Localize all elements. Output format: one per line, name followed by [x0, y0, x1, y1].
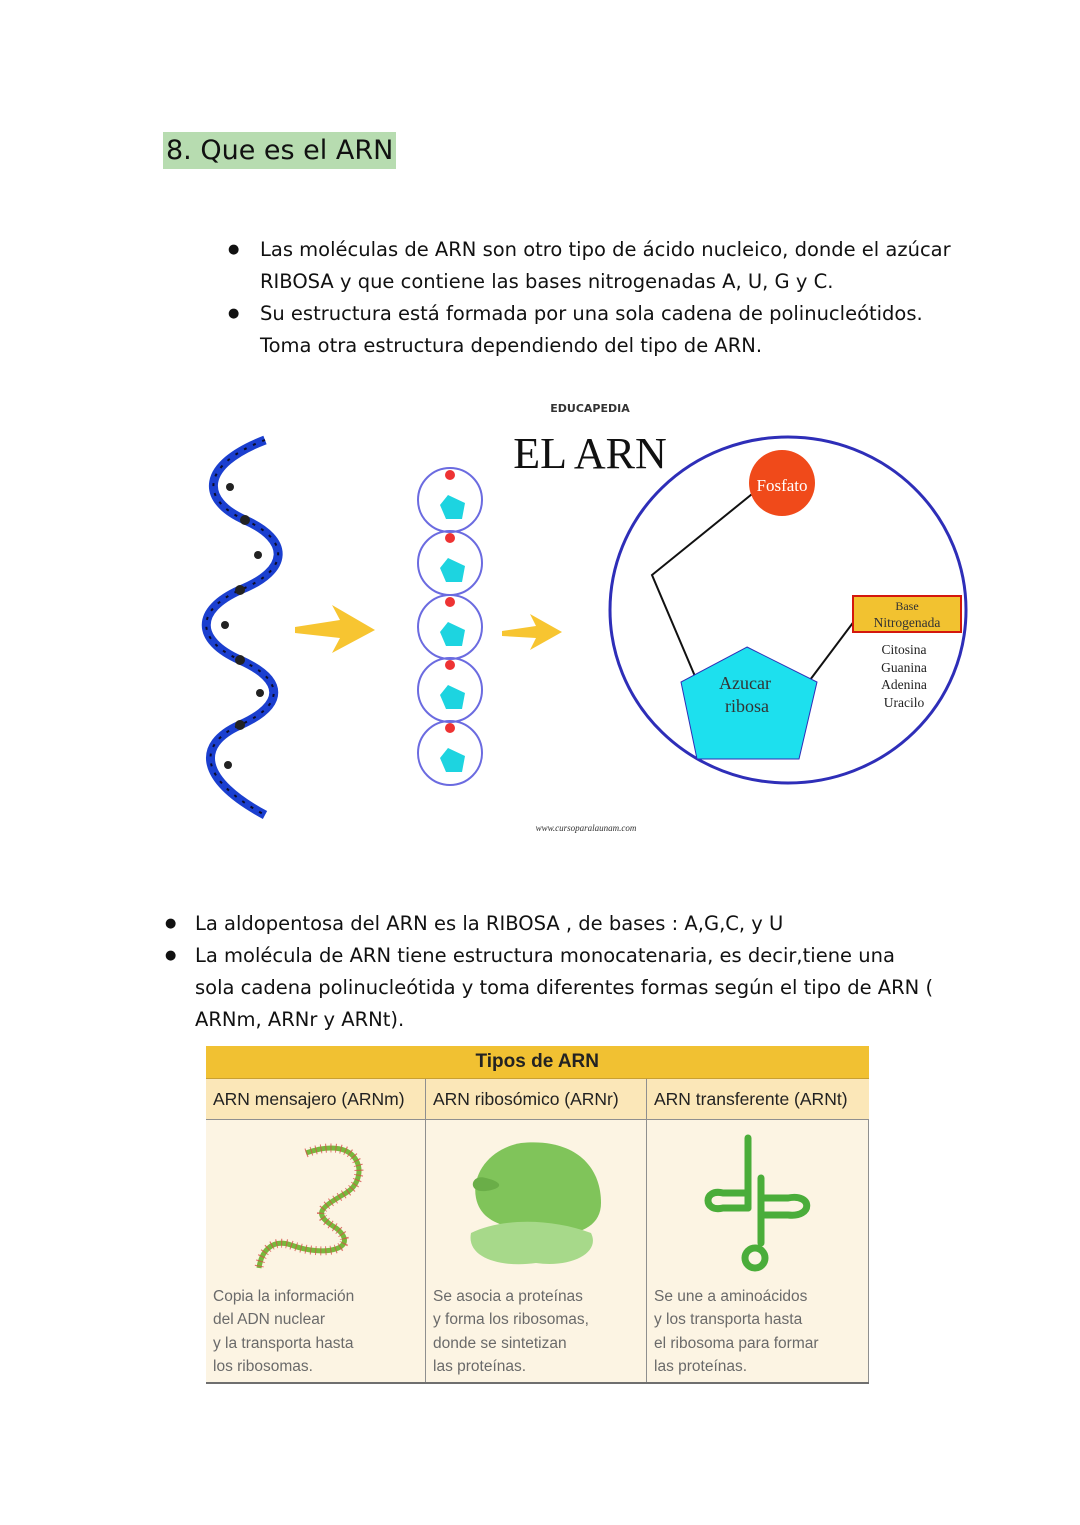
summary-bullet-list: La aldopentosa del ARN es la RIBOSA , de… — [165, 908, 935, 1036]
helix-icon — [201, 435, 283, 819]
arnt-description: Se une a aminoácidos y los transporta ha… — [654, 1288, 819, 1375]
base-item: Uracilo — [884, 695, 925, 710]
rna-types-table: Tipos de ARN ARN mensajero (ARNm) ARN ri… — [206, 1046, 869, 1384]
fosfato-circle — [749, 450, 815, 516]
intro-bullet: Su estructura está formada por una sola … — [228, 298, 960, 362]
fosfato-label: Fosfato — [757, 476, 808, 495]
base-item: Adenina — [881, 677, 927, 692]
table-cell-arnr: Se asocia a proteínas y forma los riboso… — [425, 1119, 647, 1383]
base-nitrogenada-box — [852, 595, 962, 633]
base-label: Base — [895, 599, 918, 613]
page-title: 8. Que es el ARN — [163, 132, 397, 169]
summary-bullet: La molécula de ARN tiene estructura mono… — [165, 940, 935, 1036]
intro-bullet: Las moléculas de ARN son otro tipo de ác… — [228, 234, 960, 298]
column-header-arnm: ARN mensajero (ARNm) — [206, 1078, 426, 1120]
azucar-pentagon — [680, 646, 818, 760]
figure-heading: EL ARN — [513, 429, 667, 478]
table-header: Tipos de ARN — [206, 1046, 869, 1079]
table-cell-arnt: Se une a aminoácidos y los transporta ha… — [646, 1119, 869, 1383]
trna-cloverleaf-icon — [704, 1134, 810, 1271]
base-item: Citosina — [881, 642, 926, 657]
mrna-strand-icon — [254, 1142, 363, 1269]
ribosome-icon — [470, 1141, 601, 1264]
column-header-arnr: ARN ribosómico (ARNr) — [425, 1078, 647, 1120]
figure-source-url: www.cursoparalaunam.com — [536, 823, 637, 833]
table-cell-arnm: Copia la información del ADN nuclear y l… — [206, 1119, 426, 1383]
figure-brand: EDUCAPEDIA — [550, 402, 630, 415]
nucleotide-diagram-circle — [608, 435, 968, 785]
summary-bullet: La aldopentosa del ARN es la RIBOSA , de… — [165, 908, 935, 940]
arrow-right-icon — [295, 605, 375, 653]
intro-bullet-list: Las moléculas de ARN son otro tipo de ác… — [228, 234, 960, 362]
arnr-description: Se asocia a proteínas y forma los riboso… — [433, 1288, 589, 1375]
column-header-arnt: ARN transferente (ARNt) — [646, 1078, 869, 1120]
nitrogenada-label: Nitrogenada — [874, 615, 941, 630]
rna-figure: EDUCAPEDIA EL ARN Fosfato Azucar ribosa … — [200, 395, 980, 845]
azucar-label: Azucar — [719, 673, 771, 693]
nucleotide-chain-icon — [417, 467, 483, 786]
ribosa-label: ribosa — [725, 696, 769, 716]
base-item: Guanina — [881, 660, 927, 675]
arrow-right-icon — [502, 614, 562, 650]
arnm-description: Copia la información del ADN nuclear y l… — [213, 1288, 355, 1375]
